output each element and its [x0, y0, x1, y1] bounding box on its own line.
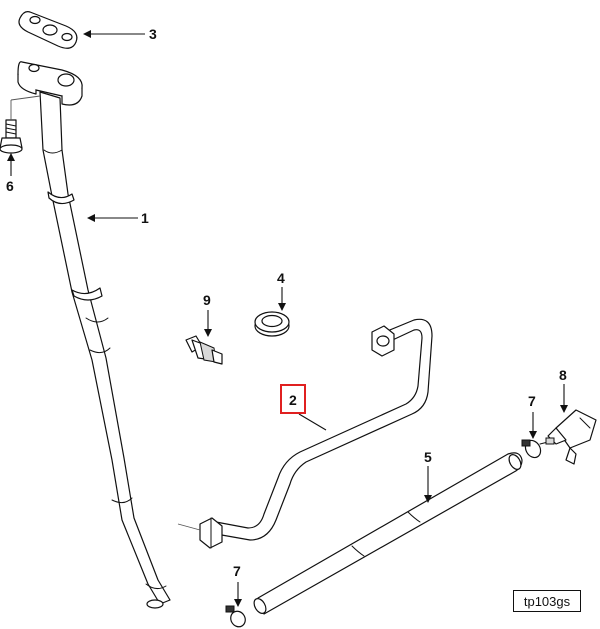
diagram-reference-code: tp103gs [513, 590, 581, 612]
callout-6[interactable]: 6 [6, 178, 14, 194]
gasket-part [18, 11, 78, 49]
callout-9[interactable]: 9 [203, 292, 211, 308]
hose-clamp-upper-part [521, 439, 549, 459]
seal-ring-part [254, 311, 290, 337]
callout-4[interactable]: 4 [277, 270, 285, 286]
oil-return-tube-part [17, 61, 171, 609]
fitting-part [185, 335, 223, 365]
callout-3[interactable]: 3 [149, 26, 157, 42]
hose-part [253, 452, 523, 615]
hose-clamp-lower-part [225, 605, 246, 628]
bent-pipe-part [199, 318, 433, 549]
callout-7-upper[interactable]: 7 [528, 393, 536, 409]
valve-part [545, 409, 597, 465]
callout-8[interactable]: 8 [559, 367, 567, 383]
selected-callout-highlight [280, 384, 306, 414]
callout-5[interactable]: 5 [424, 449, 432, 465]
bolt-part [0, 119, 23, 154]
callout-2[interactable]: 2 [289, 392, 297, 408]
callout-1[interactable]: 1 [141, 210, 149, 226]
callout-7-lower[interactable]: 7 [233, 563, 241, 579]
leader-lines [7, 30, 568, 607]
